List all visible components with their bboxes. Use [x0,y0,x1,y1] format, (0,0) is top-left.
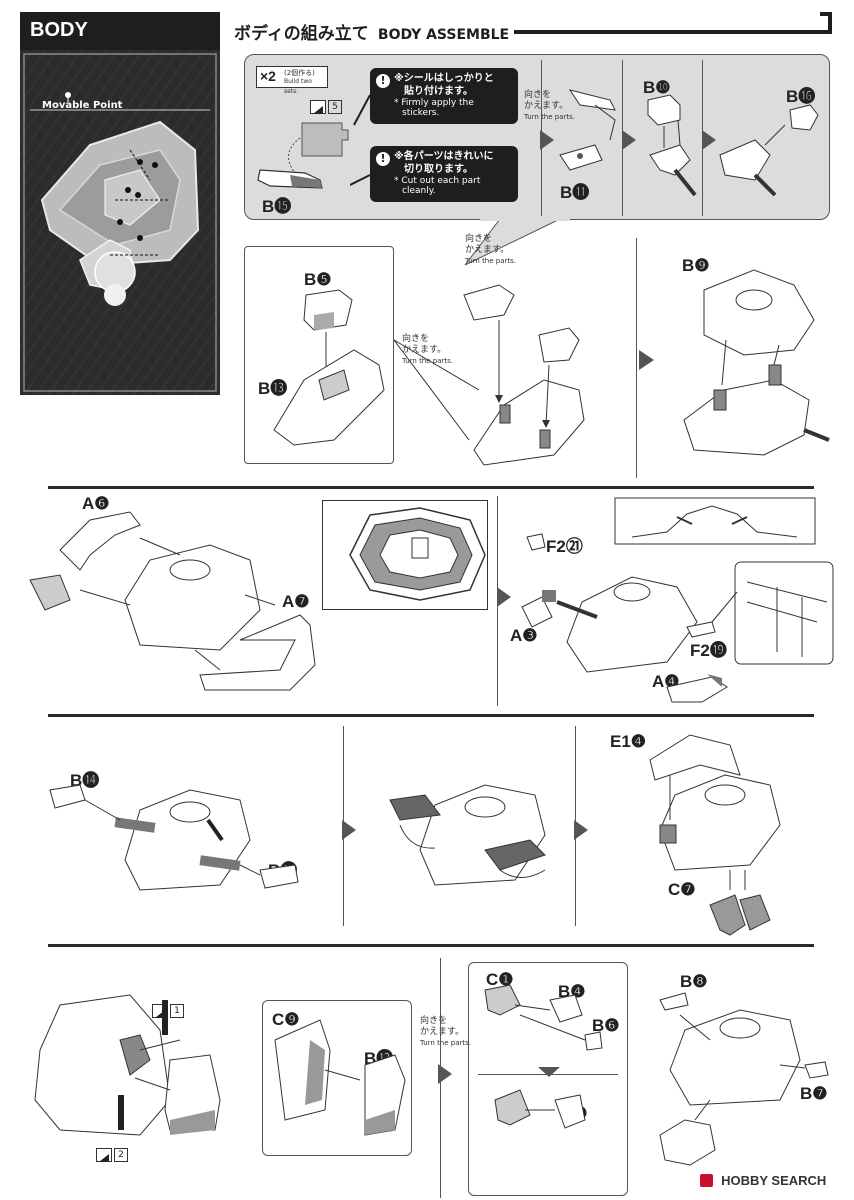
part-f2-19-label: F2⓳ [690,641,727,660]
step5-subparts-box [468,962,628,1196]
turn-note-2-jp-a: 向きを [402,334,430,344]
note-pointers [350,94,371,186]
step3-left-illustration [29,507,486,691]
warning-icon: ! [376,74,390,88]
part-b8-label: B❽ [680,972,708,991]
part-b9-label: B❾ [682,256,710,275]
turn-note-2-en: Turn the parts. [402,357,454,365]
part-a6-label: A❻ [82,494,110,513]
movable-point-panel: Movable Point [20,50,220,395]
turn-note-3: 向きを かえます。 Turn the parts. [465,234,516,267]
watermark-logo-icon [700,1174,713,1187]
step4-illustration [49,734,781,936]
turn-note-1-jp-b: かえます。 [524,101,569,111]
turn-note-4-jp-b: かえます。 [420,1027,465,1037]
part-b16-label: B⓰ [786,87,816,106]
turn-note-2-jp-b: かえます。 [402,345,447,355]
step5-inset-box [262,1000,412,1156]
step3-inset-box [322,500,488,610]
watermark: HOBBY SEARCH [700,1170,826,1189]
sticker-icon [310,100,326,114]
sticker-2-number: 2 [114,1148,128,1162]
turn-note-3-jp-b: かえます。 [465,245,510,255]
note1-en-b: stickers. [402,108,440,118]
part-c9-label: C❾ [272,1010,300,1029]
turn-note-4: 向きを かえます。 Turn the parts. [420,1016,471,1049]
part-b6-label: B❻ [592,1016,620,1035]
sticker-number: 5 [328,100,342,114]
note1-jp-b: 貼り付けます。 [404,86,473,97]
note1-en-a: * Firmly apply the [394,98,474,108]
turn-note-3-en: Turn the parts. [465,257,517,265]
note2-jp-a: ※各パーツはきれいに [394,151,494,162]
note2-en-b: cleanly. [402,186,436,196]
turn-note-1: 向きを かえます。 Turn the parts. [524,90,575,123]
note-cut: ! ※各パーツはきれいに 切り取ります。 * Cut out each part… [370,146,518,202]
sticker-sheet-illustration [257,122,349,189]
part-b10-label: B❿ [643,78,671,97]
part-e1-4-label: E1❹ [610,732,647,751]
turn-note-1-en: Turn the parts. [524,113,576,121]
warning-icon-2: ! [376,152,390,166]
turn-note-4-jp-a: 向きを [420,1016,448,1026]
section-rule-2 [48,714,814,717]
note2-jp-b: 切り取ります。 [404,164,473,175]
build-count-jp: (2個作る) [284,69,315,77]
step2-divider [636,238,637,478]
step1-callout-pointer [464,215,570,266]
page-title-en: BODY ASSEMBLE [377,27,510,43]
note1-jp-a: ※シールはしっかりと [394,73,494,84]
part-b5-label: B❺ [304,270,332,289]
part-c1-label: C❶ [486,970,514,989]
note2-en-a: * Cut out each part [394,176,481,186]
step3-right-illustration [497,497,834,703]
watermark-text: HOBBY SEARCH [721,1173,827,1188]
sticker-2-icon [96,1148,112,1162]
part-c7-label: C❼ [668,880,696,899]
build-count-en: Build two sets. [284,78,312,95]
section-rule-3 [48,944,814,947]
part-b4-label: B❹ [558,982,586,1001]
header-rule-cap [820,12,832,34]
build-count: ×2 [260,68,276,84]
sticker-1-number: 1 [170,1004,184,1018]
build-count-badge: ×2 (2個作る) Build two sets. [256,66,328,95]
turn-note-4-en: Turn the parts. [420,1039,472,1047]
part-a7-label: A❼ [282,592,310,611]
turn-note-3-jp-a: 向きを [465,234,493,244]
turn-note-2: 向きを かえます。 Turn the parts. [402,334,453,367]
note-sticker: ! ※シールはしっかりと 貼り付けます。 * Firmly apply the … [370,68,518,124]
part-f2-21-label: F2㉑ [546,537,583,556]
part-b7-label: B❼ [800,1084,828,1103]
header-rule [514,30,832,34]
part-b13-label: B⓭ [258,379,288,398]
section-tab: BODY [20,12,220,50]
part-a3-label: A❸ [510,626,538,645]
page-title: ボディの組み立て BODY ASSEMBLE [234,19,509,44]
part-b15-label: B⓯ [262,197,292,216]
page-title-jp: ボディの組み立て [234,24,369,44]
step2-illustration [273,269,830,466]
part-b11-label: B⓫ [560,183,590,202]
movable-point-label: Movable Point [42,100,123,111]
step5-illustration [34,984,829,1166]
section-tab-label: BODY [30,19,88,41]
turn-note-1-jp-a: 向きを [524,90,552,100]
section-rule-1 [48,486,814,489]
movable-point-illustration [20,50,220,395]
step2-inset-box [244,246,394,464]
step1-parts-illustration [540,89,819,197]
